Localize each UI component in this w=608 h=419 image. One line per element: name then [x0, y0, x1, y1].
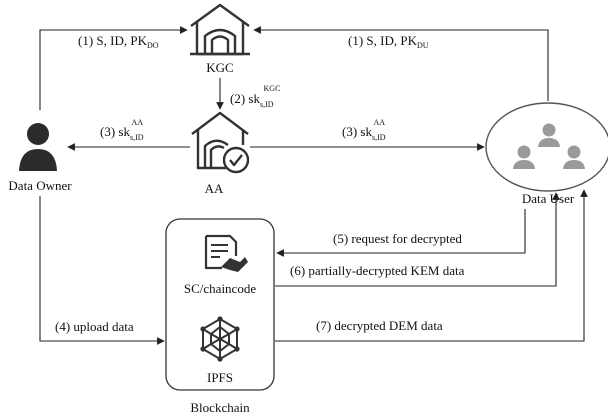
- ipfs-network-icon: [200, 316, 240, 362]
- edge-upload-data: [39, 196, 165, 345]
- owner-person-icon: [19, 123, 57, 171]
- edge-dem-data: [275, 189, 588, 342]
- sc-contract-handshake-icon: [204, 234, 248, 272]
- user-group-icon: [485, 102, 608, 192]
- edge-partial-kem-label: (6) partially-decrypted KEM data: [290, 263, 465, 278]
- edge-user-to-kgc-label: (1) S, ID, PKDU: [348, 33, 429, 50]
- edge-owner-to-kgc: [39, 26, 188, 110]
- edge-partial-kem: [275, 192, 560, 287]
- aa-label: AA: [205, 181, 224, 196]
- owner-label: Data Owner: [8, 178, 72, 193]
- edge-dem-data-label: (7) decrypted DEM data: [316, 318, 443, 333]
- edge-aa-to-owner-label: (3) sks,IDAA: [100, 118, 144, 142]
- edge-user-to-kgc: [253, 26, 549, 101]
- edge-owner-to-kgc-label: (1) S, ID, PKDO: [78, 33, 159, 50]
- ipfs-label: IPFS: [207, 370, 233, 385]
- aa-house-check-icon: [191, 111, 250, 174]
- edge-request-decrypted-label: (5) request for decrypted: [333, 231, 462, 246]
- edge-kgc-to-aa-label: (2) sks,IDKGC: [230, 84, 280, 109]
- kgc-label: KGC: [206, 60, 233, 75]
- kgc-house-icon: [190, 3, 250, 56]
- blockchain-container: [165, 218, 275, 391]
- user-label: Data User: [522, 191, 575, 206]
- edge-upload-data-label: (4) upload data: [55, 319, 134, 334]
- blockchain-label: Blockchain: [190, 400, 250, 415]
- sc-label: SC/chaincode: [184, 281, 256, 296]
- edge-request-decrypted: [276, 209, 526, 257]
- edge-aa-to-user-label: (3) sks,IDAA: [342, 118, 386, 142]
